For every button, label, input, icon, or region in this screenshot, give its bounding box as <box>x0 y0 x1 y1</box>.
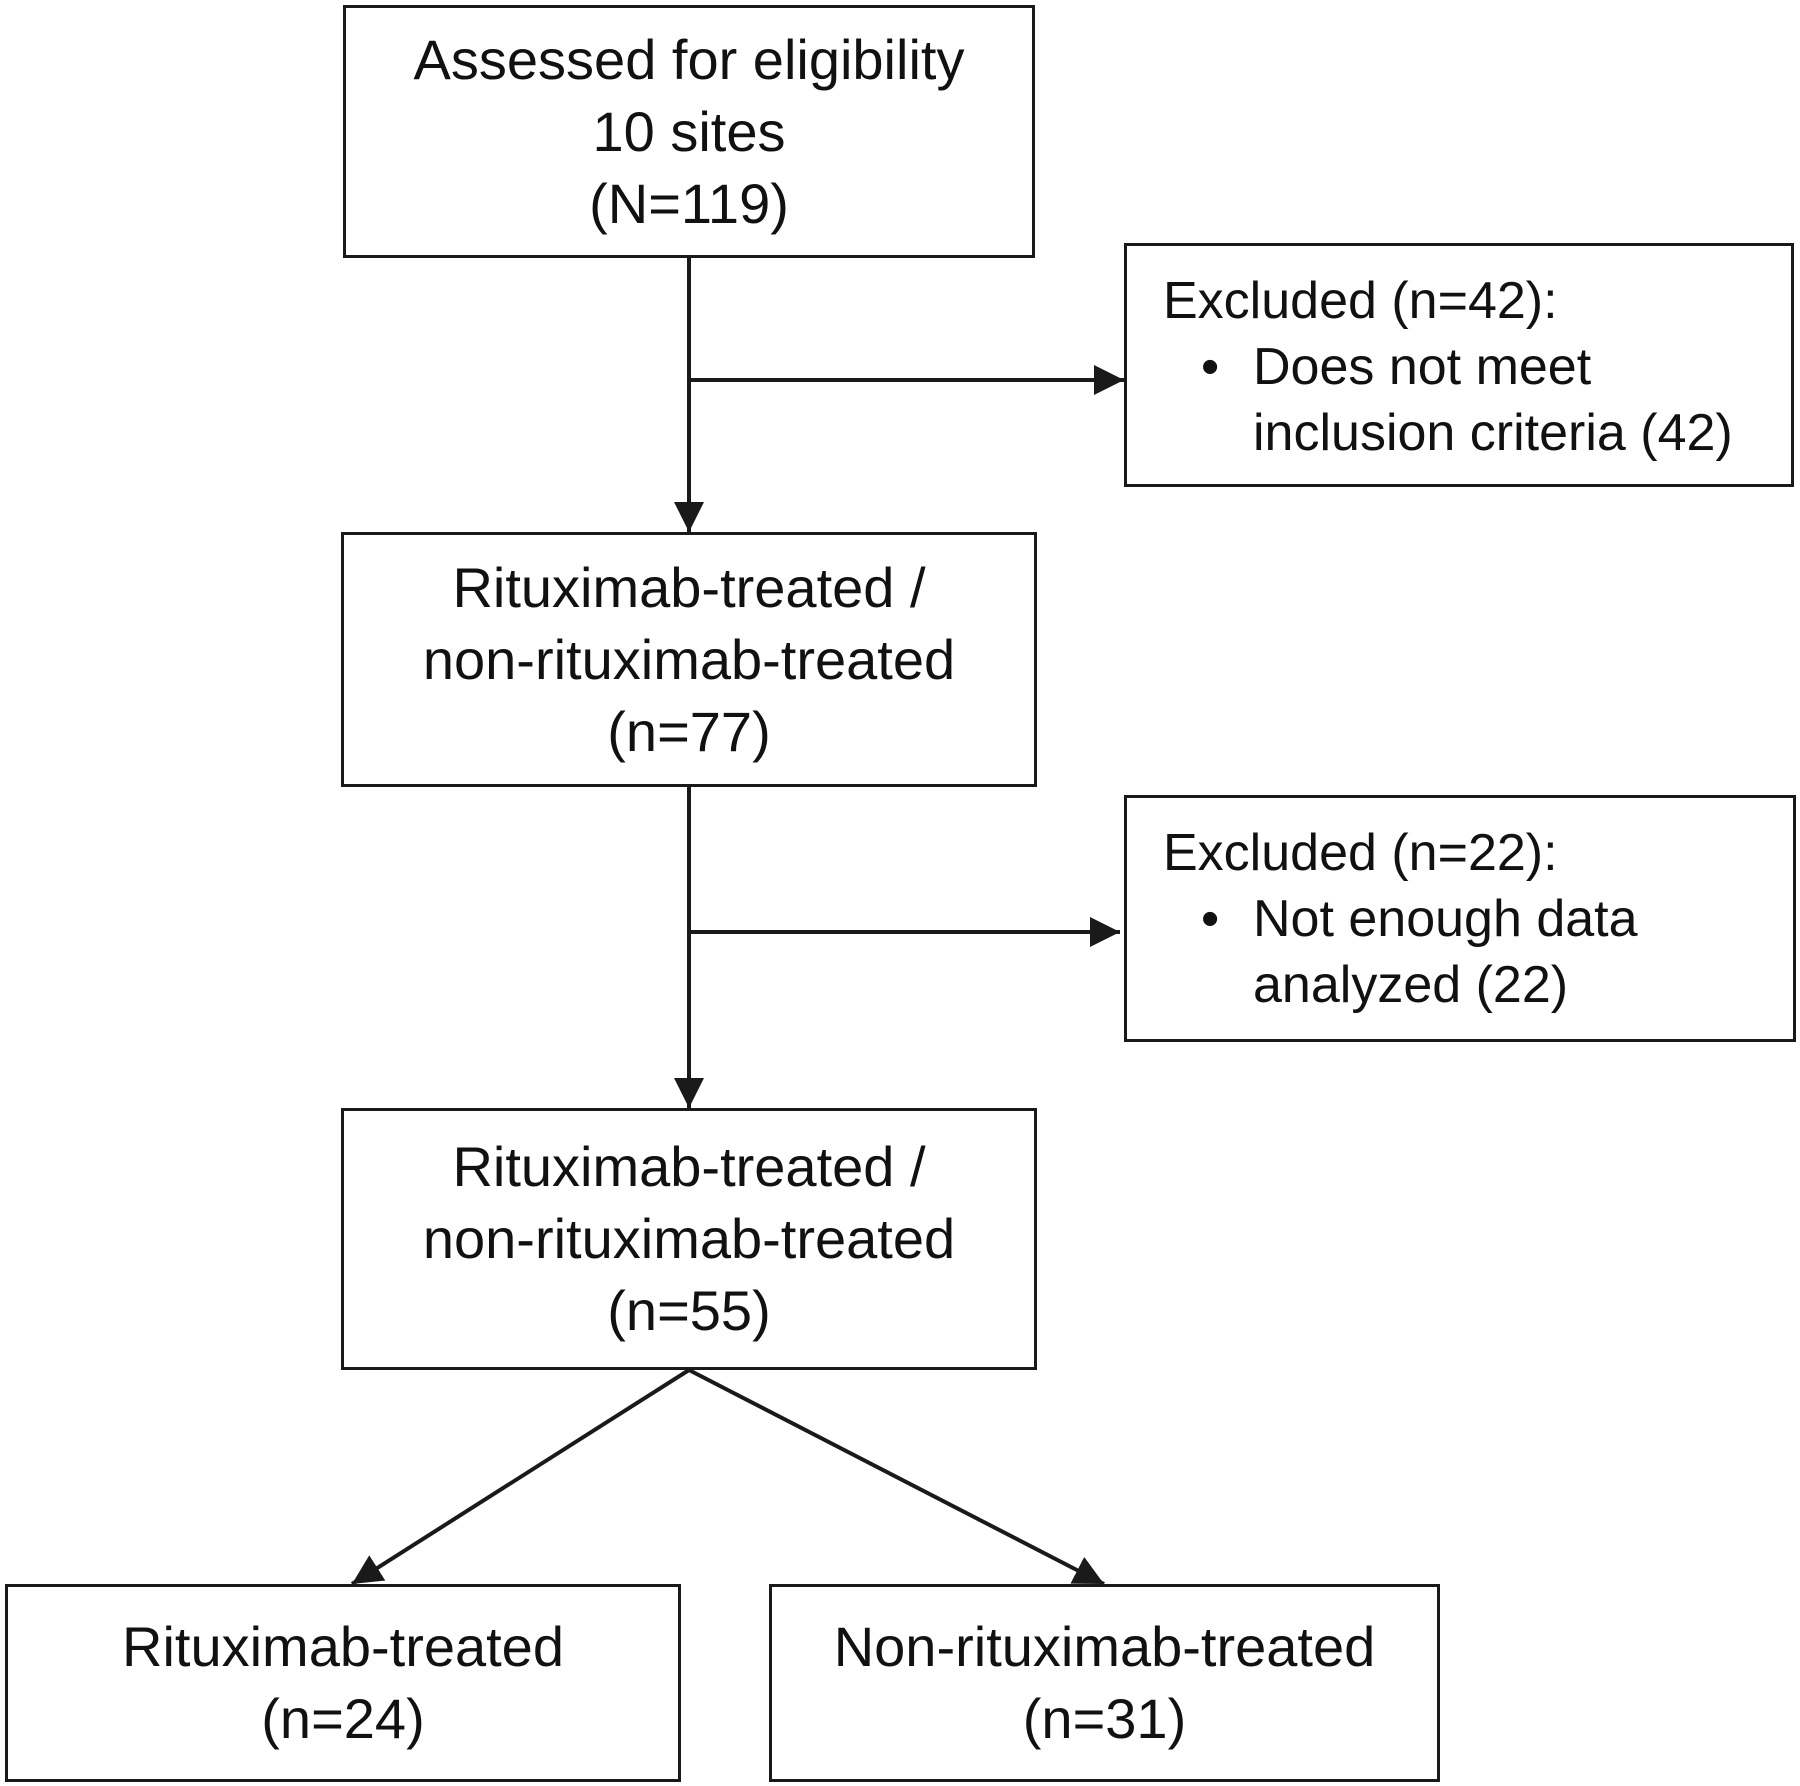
assessed-box: Assessed for eligibility 10 sites (N=119… <box>343 5 1035 258</box>
stage-3-box: Rituximab-treated / non-rituximab-treate… <box>341 1108 1037 1370</box>
excluded-1-bullet-item: • Does not meet inclusion criteria (42) <box>1163 334 1791 466</box>
assessed-line-2: 10 sites <box>592 99 786 163</box>
bullet-icon: • <box>1201 890 1220 948</box>
stage-2-line-1: Rituximab-treated / <box>452 555 926 619</box>
stage-3-line-1: Rituximab-treated / <box>452 1135 926 1198</box>
excluded-1-reason: Does not meet inclusion criteria (42) <box>1253 334 1733 466</box>
non-rituximab-box: Non-rituximab-treated (n=31) <box>769 1584 1440 1782</box>
excluded-2-reason-line-1: Not enough data <box>1253 890 1638 948</box>
stage-3-line-3: (n=55) <box>607 1279 771 1342</box>
arrow-to-rituximab <box>350 1368 691 1586</box>
stage-2-line-3: (n=77) <box>607 699 771 763</box>
rituximab-box: Rituximab-treated (n=24) <box>5 1584 681 1782</box>
excluded-2-title: Excluded (n=22): <box>1163 824 1558 882</box>
arrow-to-non-rituximab <box>688 1368 1105 1586</box>
stage-2-box: Rituximab-treated / non-rituximab-treate… <box>341 532 1037 787</box>
excluded-1-reason-line-2: inclusion criteria (42) <box>1253 404 1733 462</box>
excluded-1-title: Excluded (n=42): <box>1163 272 1558 330</box>
excluded-1-reason-line-1: Does not meet <box>1253 338 1592 396</box>
excluded-box-2: Excluded (n=22): • Not enough data analy… <box>1124 795 1796 1042</box>
rituximab-line-2: (n=24) <box>261 1687 425 1750</box>
bullet-icon: • <box>1201 338 1220 396</box>
excluded-2-bullet-item: • Not enough data analyzed (22) <box>1163 886 1793 1018</box>
non-rituximab-line-1: Non-rituximab-treated <box>833 1615 1376 1678</box>
assessed-line-3: (N=119) <box>589 171 789 235</box>
excluded-2-reason: Not enough data analyzed (22) <box>1253 886 1638 1018</box>
non-rituximab-line-2: (n=31) <box>1022 1687 1187 1750</box>
excluded-2-reason-line-2: analyzed (22) <box>1253 956 1569 1014</box>
excluded-box-1: Excluded (n=42): • Does not meet inclusi… <box>1124 243 1794 487</box>
rituximab-line-1: Rituximab-treated <box>122 1615 564 1678</box>
stage-2-line-2: non-rituximab-treated <box>422 627 956 691</box>
assessed-line-1: Assessed for eligibility <box>413 27 965 91</box>
stage-3-line-2: non-rituximab-treated <box>422 1207 956 1270</box>
